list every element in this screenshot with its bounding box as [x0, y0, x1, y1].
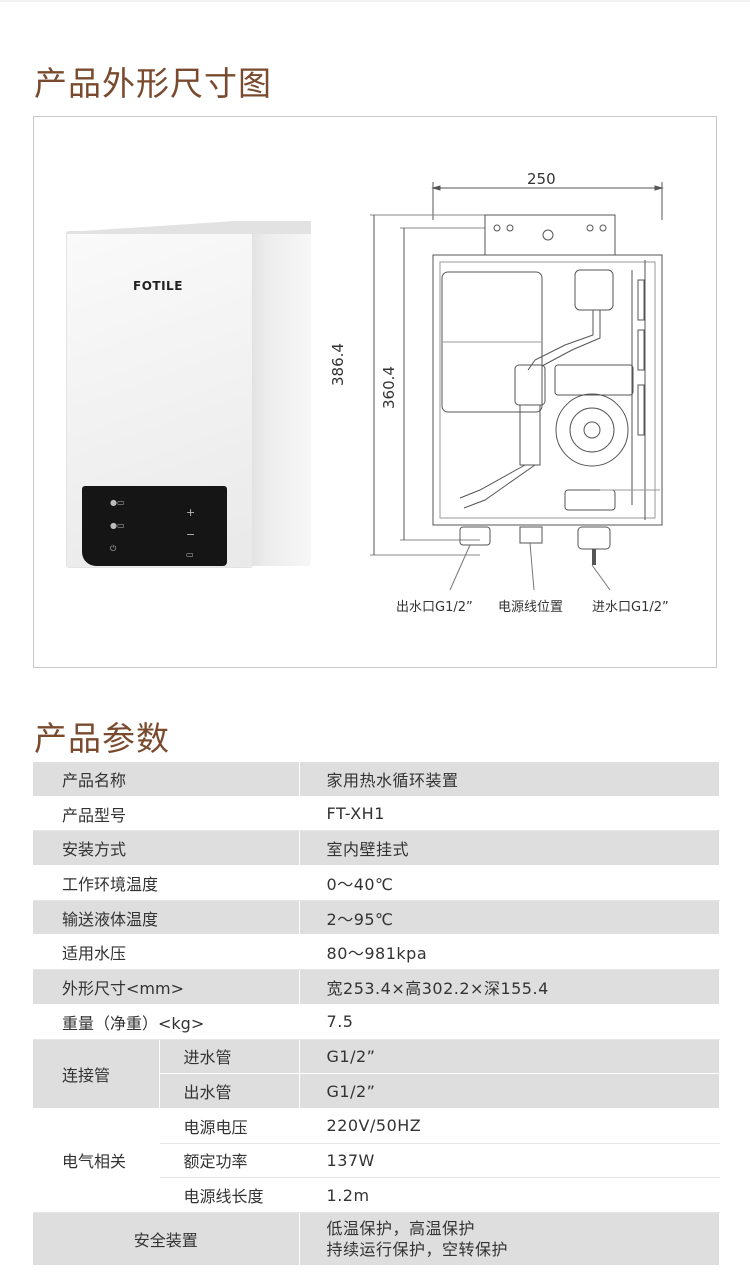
param-group-label: 连接管: [33, 1039, 160, 1109]
param-label: 安装方式: [33, 830, 300, 867]
param-value: 低温保护，高温保护 持续运行保护，空转保护: [299, 1212, 720, 1266]
param-value: 家用热水循环装置: [299, 762, 720, 797]
param-value: 宽253.4×高302.2×深155.4: [299, 969, 720, 1005]
param-label: 电源电压: [159, 1108, 300, 1144]
param-label: 产品型号: [33, 796, 300, 832]
param-label: 外形尺寸<mm>: [33, 969, 300, 1005]
outlet-label: 出水口G1/2”: [396, 600, 473, 615]
table-row: 重量（净重）<kg> 7.5: [33, 1004, 720, 1040]
param-label: 适用水压: [33, 934, 300, 971]
control-panel: ●▭ ●▭ ⏻ + − ▭: [82, 486, 227, 566]
product-top-face: [67, 221, 311, 234]
param-value: G1/2”: [299, 1039, 720, 1075]
param-value: 220V/50HZ: [299, 1108, 720, 1144]
table-row: 外形尺寸<mm> 宽253.4×高302.2×深155.4: [33, 969, 720, 1005]
dimension-drawing: [370, 182, 664, 591]
param-value: 137W: [299, 1143, 720, 1179]
width-dimension-label: 250: [527, 170, 556, 188]
table-row: 电气相关 电源电压 220V/50HZ: [33, 1108, 720, 1213]
param-label: 出水管: [159, 1073, 300, 1109]
panel-icon: ●▭: [110, 521, 125, 530]
dimension-section-title: 产品外形尺寸图: [34, 64, 272, 103]
power-icon: ⏻: [110, 544, 117, 553]
dimension-figure-frame: [33, 116, 717, 668]
inner-height-dimension-label: 360.4: [380, 366, 398, 409]
param-value: 室内壁挂式: [299, 830, 720, 867]
params-section-title: 产品参数: [34, 719, 170, 758]
table-row: 工作环境温度 0～40℃: [33, 865, 720, 901]
table-row: 连接管 进水管 G1/2”: [33, 1039, 720, 1109]
param-label: 进水管: [159, 1039, 300, 1075]
inlet-label: 进水口G1/2”: [592, 600, 669, 615]
table-row: 安全装置 低温保护，高温保护 持续运行保护，空转保护: [33, 1212, 720, 1266]
param-group-label: 电气相关: [33, 1108, 160, 1213]
panel-icon: ▭: [186, 550, 194, 559]
param-value: 2～95℃: [299, 900, 720, 936]
param-label: 额定功率: [159, 1143, 300, 1179]
plus-icon: +: [186, 506, 196, 519]
param-label: 工作环境温度: [33, 865, 300, 901]
table-row: 产品名称 家用热水循环装置: [33, 762, 720, 797]
top-divider: [0, 0, 750, 2]
param-label: 输送液体温度: [33, 900, 300, 936]
param-label: 产品名称: [33, 762, 300, 797]
safety-line-2: 持续运行保护，空转保护: [326, 1239, 509, 1259]
safety-line-1: 低温保护，高温保护: [326, 1218, 476, 1238]
param-label: 重量（净重）<kg>: [33, 1004, 300, 1040]
param-label: 安全装置: [33, 1212, 300, 1266]
table-row: 输送液体温度 2～95℃: [33, 900, 720, 936]
param-label: 电源线长度: [159, 1177, 300, 1213]
table-row: 电源线长度 1.2m: [33, 1177, 720, 1213]
minus-icon: −: [186, 528, 196, 541]
power-cord-position-label: 电源线位置: [498, 600, 564, 615]
table-row: 额定功率 137W: [33, 1143, 720, 1179]
brand-logo: FOTILE: [133, 279, 183, 293]
table-row: 出水管 G1/2”: [33, 1073, 720, 1109]
params-table: 产品名称 家用热水循环装置 产品型号 FT-XH1 安装方式 室内壁挂式 工作环…: [33, 762, 720, 1266]
table-row: 适用水压 80～981kpa: [33, 934, 720, 971]
table-row: 安装方式 室内壁挂式: [33, 830, 720, 867]
param-value: 0～40℃: [299, 865, 720, 901]
param-value: 1.2m: [299, 1177, 720, 1213]
panel-icon: ●▭: [110, 498, 125, 507]
table-row: 产品型号 FT-XH1: [33, 796, 720, 832]
param-value: 7.5: [299, 1004, 720, 1040]
outer-height-dimension-label: 386.4: [329, 343, 347, 386]
param-value: 80～981kpa: [299, 934, 720, 971]
param-value: FT-XH1: [299, 796, 720, 832]
param-value: G1/2”: [299, 1073, 720, 1109]
